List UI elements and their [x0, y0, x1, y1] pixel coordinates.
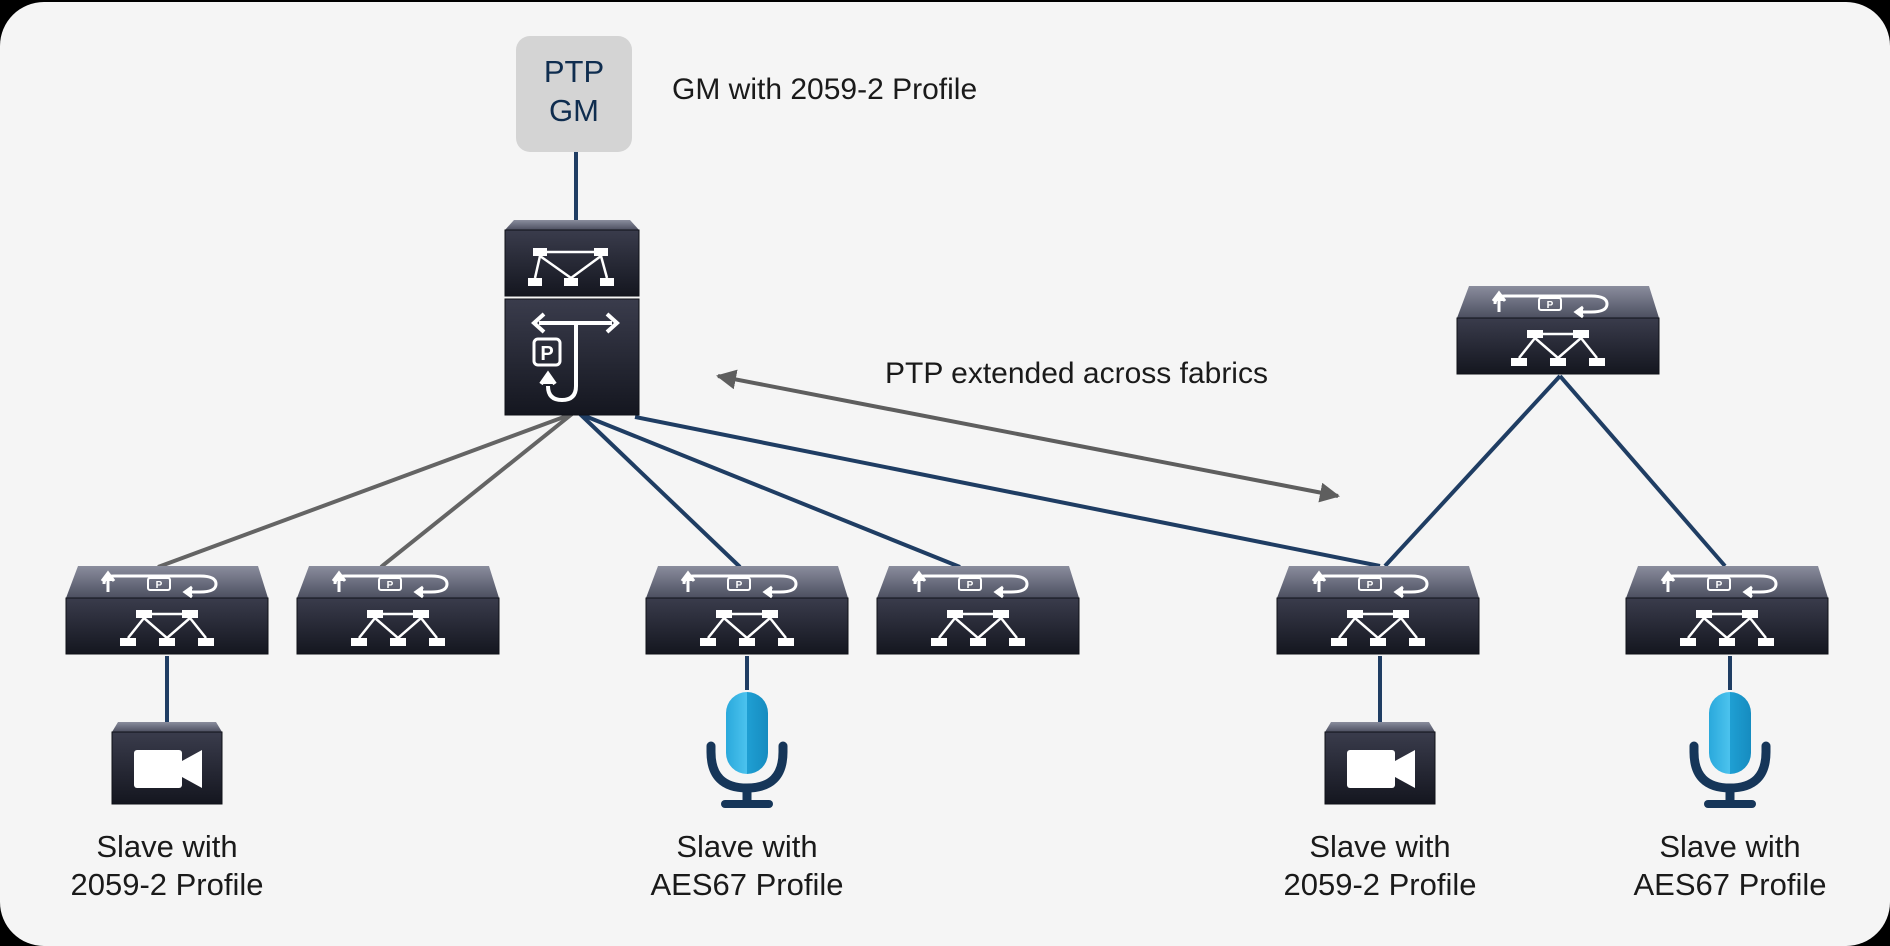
gm-line1: PTP — [544, 54, 604, 89]
spine-upper-body — [504, 229, 640, 297]
link-spine-leaf-3 — [578, 412, 742, 569]
ptp-switch-icon — [295, 564, 501, 656]
ptp-switch-icon — [875, 564, 1081, 656]
leaf-switch-6 — [1624, 564, 1830, 656]
spine-switch-right — [1455, 284, 1661, 376]
leaf-switch-3 — [644, 564, 850, 656]
ptp-switch-icon — [1624, 564, 1830, 656]
gm-line2: GM — [549, 93, 599, 128]
ptp-grandmaster: PTP GM — [516, 36, 632, 152]
link-spine-leaf-1 — [157, 412, 573, 569]
endpoint-caption-line1: Slave with — [1659, 829, 1801, 864]
leaf-switch-1 — [64, 564, 270, 656]
svg-text:P: P — [540, 343, 553, 365]
endpoint-1 — [111, 721, 223, 805]
endpoint-caption-line2: 2059-2 Profile — [70, 867, 264, 902]
leaf-switch-2 — [295, 564, 501, 656]
video-camera-icon — [1324, 721, 1436, 805]
link-rspine-leaf-6 — [1558, 374, 1727, 568]
endpoint-3 — [1324, 721, 1436, 805]
endpoint-caption-line1: Slave with — [96, 829, 238, 864]
fabric-label: PTP extended across fabrics — [885, 357, 1268, 390]
ptp-switch-icon — [644, 564, 850, 656]
fabric-arrow — [716, 369, 1340, 503]
ptp-switch-icon — [1455, 284, 1661, 376]
leaf-switch-4 — [875, 564, 1081, 656]
ptp-boundary-spine-icon: P — [531, 312, 620, 403]
endpoint-caption-line1: Slave with — [1309, 829, 1451, 864]
spine-switch-left: P — [504, 220, 640, 416]
video-camera-icon — [111, 721, 223, 805]
endpoint-caption-line1: Slave with — [676, 829, 818, 864]
link-rspine-leaf-5 — [1383, 374, 1562, 568]
endpoint-caption-line2: AES67 Profile — [650, 867, 844, 902]
endpoint-caption-line2: 2059-2 Profile — [1283, 867, 1477, 902]
ptp-switch-icon — [64, 564, 270, 656]
endpoint-caption-line2: AES67 Profile — [1633, 867, 1827, 902]
ptp-switch-icon — [1275, 564, 1481, 656]
gm-box — [516, 36, 632, 152]
switch-fabric-icon — [528, 248, 614, 286]
link-spine-leaf-2 — [379, 412, 574, 569]
spine-top-face — [505, 220, 639, 230]
leaf-switch-5 — [1275, 564, 1481, 656]
gm-caption: GM with 2059-2 Profile — [672, 73, 977, 106]
